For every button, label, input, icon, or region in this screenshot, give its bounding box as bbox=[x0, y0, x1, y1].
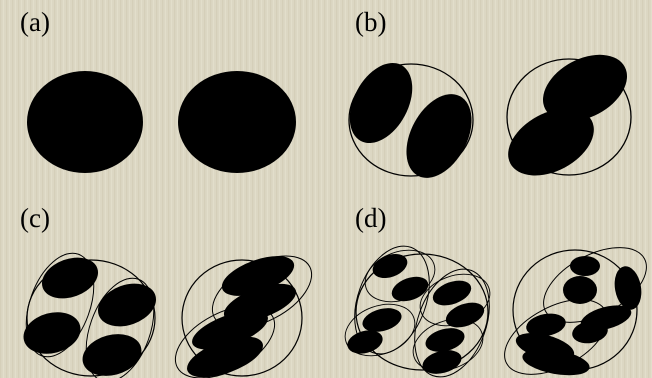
panel-label-a: (a) bbox=[20, 9, 50, 36]
panel-label-c: (c) bbox=[20, 205, 50, 232]
panel-label-d: (d) bbox=[355, 205, 386, 232]
cell-a-left bbox=[27, 71, 143, 173]
cell-a-right bbox=[178, 71, 296, 173]
cell-d-right-1 bbox=[570, 256, 600, 276]
panel-label-b: (b) bbox=[355, 9, 386, 36]
cell-d-right-3 bbox=[563, 276, 597, 304]
